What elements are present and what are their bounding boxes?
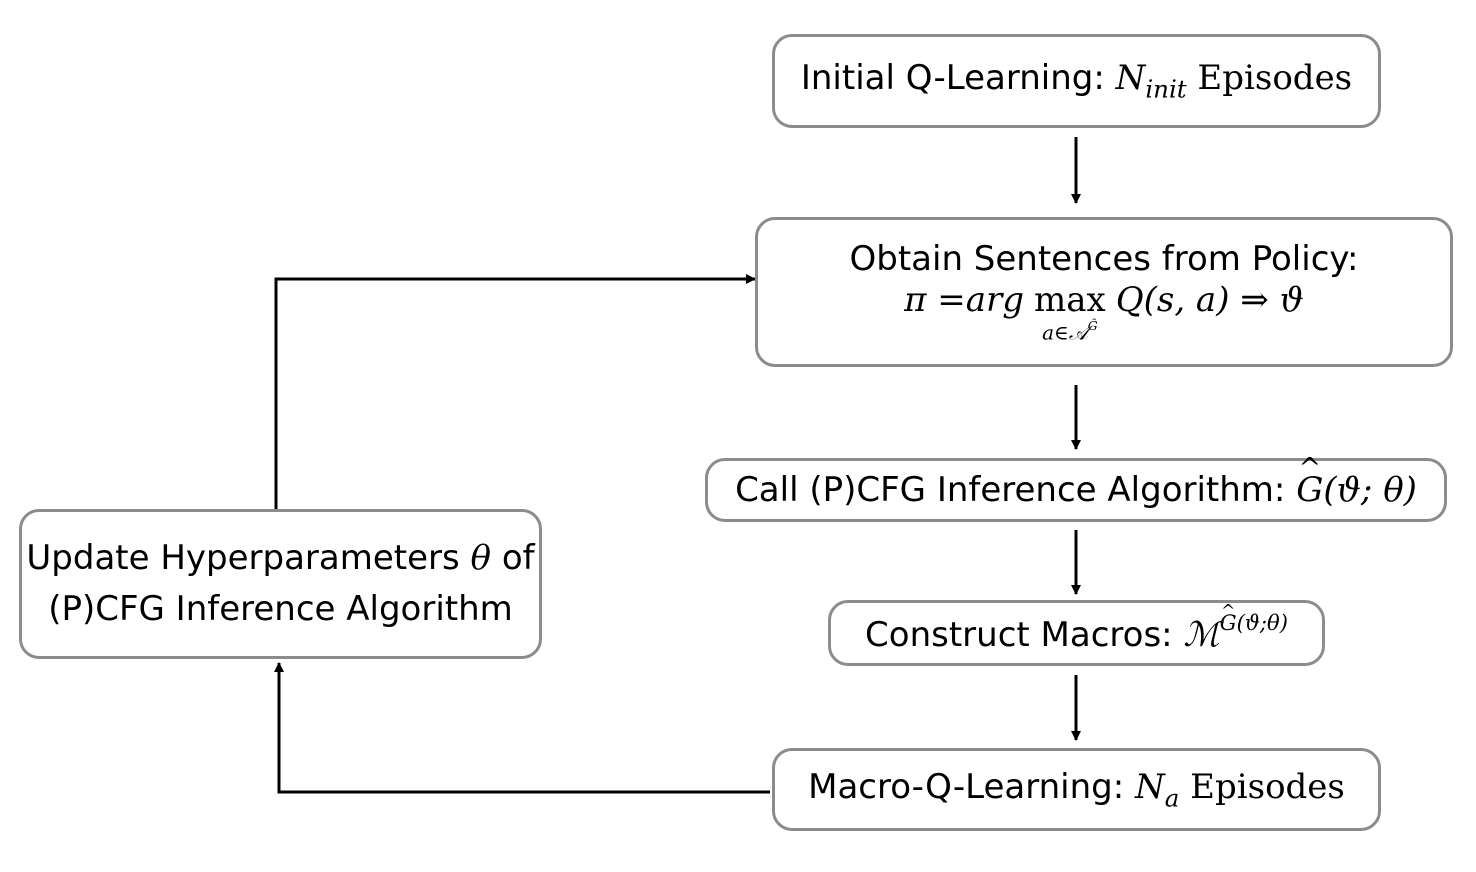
- construct-macros-sup-args: (ϑ;θ): [1236, 610, 1288, 636]
- initial-q-learning-label: Initial Q-Learning: Ninit Episodes: [801, 58, 1352, 104]
- call-inference-box: Call (P)CFG Inference Algorithm: G(ϑ; θ): [705, 453, 1447, 522]
- call-inference-g-hat: G: [1296, 453, 1323, 511]
- initial-q-learning-suffix: Episodes: [1197, 58, 1353, 99]
- formula-argmax: max a∈𝒜Ĝ: [1034, 280, 1106, 344]
- update-hyperparameters-line1: Update Hyperparameters θ of: [26, 538, 534, 579]
- initial-q-learning-text: Initial Q-Learning:: [800, 58, 1105, 99]
- construct-macros-label: Construct Macros: ℳG(ϑ;θ): [865, 600, 1288, 656]
- construct-macros-symbol: ℳ: [1183, 615, 1220, 655]
- update-hyperparameters-of: of: [501, 538, 535, 579]
- formula-arg: arg: [965, 280, 1025, 321]
- construct-macros-sup-g: G: [1220, 600, 1237, 636]
- call-inference-args: (ϑ; θ): [1323, 469, 1417, 510]
- macro-q-learning-text: Macro-Q-Learning:: [808, 766, 1125, 807]
- obtain-sentences-box: Obtain Sentences from Policy: π = arg ma…: [755, 217, 1453, 367]
- macro-q-learning-subscript: a: [1164, 783, 1180, 813]
- update-hyperparameters-box: Update Hyperparameters θ of (P)CFG Infer…: [19, 509, 542, 659]
- macro-q-learning-label: Macro-Q-Learning: Na Episodes: [808, 767, 1345, 813]
- obtain-sentences-title: Obtain Sentences from Policy:: [849, 239, 1359, 280]
- formula-under: a∈𝒜Ĝ: [1042, 318, 1098, 344]
- update-hyperparameters-line2: (P)CFG Inference Algorithm: [48, 589, 513, 629]
- macro-q-learning-symbol: N: [1135, 766, 1165, 807]
- update-hyperparameters-theta: θ: [470, 538, 492, 579]
- call-inference-label: Call (P)CFG Inference Algorithm: G(ϑ; θ): [735, 453, 1417, 511]
- formula-under-set: a∈𝒜: [1042, 320, 1088, 345]
- arrow-update-to-obtain: [274, 274, 756, 510]
- construct-macros-text: Construct Macros:: [865, 615, 1173, 655]
- initial-q-learning-subscript: init: [1145, 74, 1187, 104]
- arrow-macro-to-update: [274, 662, 770, 794]
- formula-rhs: Q(s, a) ⇒ ϑ: [1115, 280, 1304, 321]
- formula-lhs: π =: [904, 280, 966, 321]
- call-inference-text: Call (P)CFG Inference Algorithm:: [735, 469, 1286, 510]
- initial-q-learning-symbol: N: [1115, 58, 1146, 99]
- macro-q-learning-suffix: Episodes: [1190, 766, 1345, 807]
- formula-under-sup: Ĝ: [1087, 318, 1098, 334]
- construct-macros-sup: G(ϑ;θ): [1220, 600, 1288, 636]
- initial-q-learning-box: Initial Q-Learning: Ninit Episodes: [772, 34, 1381, 128]
- formula-max: max: [1034, 280, 1106, 321]
- policy-formula: π = arg max a∈𝒜Ĝ Q(s, a) ⇒ ϑ: [904, 280, 1304, 344]
- construct-macros-box: Construct Macros: ℳG(ϑ;θ): [828, 600, 1325, 666]
- macro-q-learning-box: Macro-Q-Learning: Na Episodes: [772, 748, 1381, 831]
- update-hyperparameters-text: Update Hyperparameters: [26, 538, 460, 579]
